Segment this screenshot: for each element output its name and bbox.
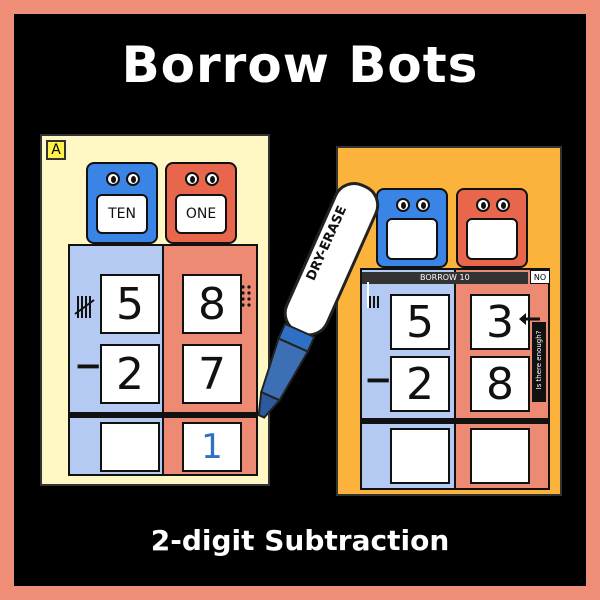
one-bot-right-eye: [205, 172, 219, 186]
card-a-answer-ones: 1: [182, 422, 242, 472]
card-b-answer-ones: [470, 428, 530, 484]
page-subtitle: 2-digit Subtraction: [150, 524, 450, 557]
card-a-answer-tens: [100, 422, 160, 472]
card-b-equals-bar: [362, 418, 548, 424]
card-a-bottom-tens: 2: [100, 344, 160, 404]
card-a-answer-ones-digit: 1: [201, 427, 223, 467]
card-a-top-ones: 8: [182, 274, 242, 334]
card-b-minus-sign: −: [364, 360, 393, 400]
card-b-ten-right-eye: [416, 198, 430, 212]
ten-bot-left-eye: [106, 172, 120, 186]
black-panel: Borrow Bots A TEN ONE: [14, 14, 586, 586]
card-a-letter: A: [51, 142, 61, 158]
ten-bot-right-eye: [126, 172, 140, 186]
card-b-ten-bot-head: [376, 188, 448, 268]
card-b-ten-blank-label: [386, 218, 438, 260]
ones-dots-icon: [241, 285, 251, 307]
card-a-letter-badge: A: [46, 140, 66, 160]
page-title: Borrow Bots: [121, 36, 479, 94]
no-label: NO: [533, 272, 547, 282]
card-a-equals-bar: [70, 412, 256, 418]
card-b-ten-left-eye: [396, 198, 410, 212]
one-bot-left-eye: [185, 172, 199, 186]
tally-marks-icon: [74, 296, 95, 318]
card-a-bottom-ones: 7: [182, 344, 242, 404]
card-b-one-left-eye: [476, 198, 490, 212]
arrow-left-icon: [519, 313, 540, 325]
ten-bot-head: TEN: [86, 162, 158, 244]
card-a: A TEN ONE: [40, 134, 270, 486]
card-b-one-blank-label: [466, 218, 518, 260]
question-text: Is there enough?: [535, 330, 543, 390]
card-b-one-right-eye: [496, 198, 510, 212]
card-a-top-tens: 5: [100, 274, 160, 334]
card-b-answer-tens: [390, 428, 450, 484]
card-b-top-tens: 5: [390, 294, 450, 350]
question-tab: Is there enough?: [532, 322, 546, 402]
card-b-bottom-ones: 8: [470, 356, 530, 412]
one-bot-head: ONE: [165, 162, 237, 244]
card-a-minus-sign: −: [74, 346, 103, 386]
borrow-label: BORROW 10: [420, 273, 470, 282]
no-box: NO: [530, 270, 550, 284]
card-b-one-bot-head: [456, 188, 528, 268]
card-b-bottom-tens: 2: [390, 356, 450, 412]
one-label: ONE: [175, 194, 227, 234]
dry-erase-marker-icon: [257, 182, 380, 419]
borrow-bar: BORROW 10: [362, 272, 528, 284]
ten-label: TEN: [96, 194, 148, 234]
borrow-arrow-icon: [367, 282, 379, 308]
card-b-top-ones: 3: [470, 294, 530, 350]
